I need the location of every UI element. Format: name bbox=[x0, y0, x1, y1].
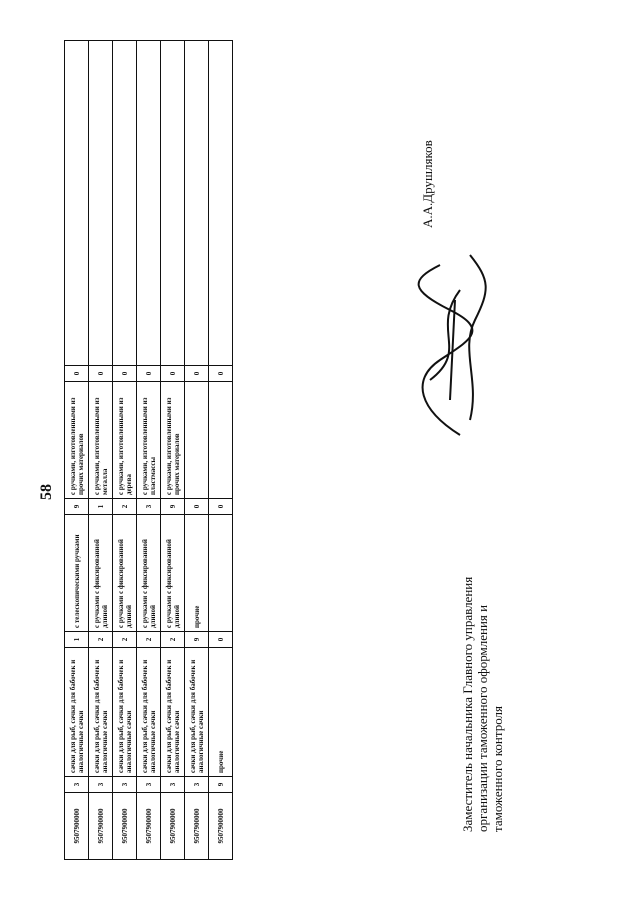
cell-n3: 1 bbox=[88, 498, 113, 515]
cell-desc3: с ручками, изготовленными из прочих мате… bbox=[160, 381, 185, 499]
cell-code: 9507900000 bbox=[160, 792, 185, 860]
cell-n1: 3 bbox=[64, 776, 89, 793]
cell-n3: 9 bbox=[64, 498, 89, 515]
position-line-2: организации таможенного оформления и bbox=[475, 604, 490, 832]
cell-desc3: с ручками, изготовленными из пластмассы bbox=[136, 381, 161, 499]
cell-code: 9507900000 bbox=[184, 792, 209, 860]
page-number: 58 bbox=[38, 484, 55, 500]
cell-desc3: с ручками, изготовленными из металла bbox=[88, 381, 113, 499]
cell-n3: 0 bbox=[208, 498, 233, 515]
cell-desc1: сачки для рыб, сачки для бабочек и анало… bbox=[136, 647, 161, 777]
cell-empty bbox=[160, 40, 185, 366]
cell-desc2: прочие bbox=[184, 514, 209, 632]
cell-code: 9507900000 bbox=[136, 792, 161, 860]
cell-n1: 3 bbox=[184, 776, 209, 793]
cell-n2: 2 bbox=[136, 631, 161, 648]
position-line-3: таможенного контроля bbox=[490, 705, 505, 832]
cell-n1: 9 bbox=[208, 776, 233, 793]
cell-n4: 0 bbox=[136, 365, 161, 382]
cell-desc3: с ручками, изготовленными из прочих мате… bbox=[64, 381, 89, 499]
signer-name: А.А.Друшляков bbox=[420, 140, 435, 228]
cell-n1: 3 bbox=[112, 776, 137, 793]
cell-n3: 3 bbox=[136, 498, 161, 515]
cell-n1: 3 bbox=[136, 776, 161, 793]
cell-desc2: с ручками с фиксированной длиной bbox=[160, 514, 185, 632]
cell-n2: 2 bbox=[88, 631, 113, 648]
cell-desc3 bbox=[184, 381, 209, 499]
cell-code: 9507900000 bbox=[112, 792, 137, 860]
cell-n2: 0 bbox=[208, 631, 233, 648]
cell-desc2: с телескопическими ручками bbox=[64, 514, 89, 632]
cell-n4: 0 bbox=[184, 365, 209, 382]
cell-desc1: сачки для рыб, сачки для бабочек и анало… bbox=[112, 647, 137, 777]
cell-empty bbox=[184, 40, 209, 366]
cell-n1: 3 bbox=[88, 776, 113, 793]
cell-n3: 2 bbox=[112, 498, 137, 515]
cell-desc1: сачки для рыб, сачки для бабочек и анало… bbox=[64, 647, 89, 777]
cell-n2: 9 bbox=[184, 631, 209, 648]
cell-code: 9507900000 bbox=[64, 792, 89, 860]
cell-n2: 2 bbox=[112, 631, 137, 648]
cell-n3: 9 bbox=[160, 498, 185, 515]
cell-n4: 0 bbox=[88, 365, 113, 382]
cell-n4: 0 bbox=[208, 365, 233, 382]
cell-n2: 2 bbox=[160, 631, 185, 648]
cell-n4: 0 bbox=[112, 365, 137, 382]
signer-position: Заместитель начальника Главного управлен… bbox=[460, 512, 505, 832]
cell-empty bbox=[88, 40, 113, 366]
cell-n4: 0 bbox=[160, 365, 185, 382]
cell-desc3 bbox=[208, 381, 233, 499]
cell-desc1: прочие bbox=[208, 647, 233, 777]
cell-desc2: с ручками с фиксированной длиной bbox=[112, 514, 137, 632]
cell-n4: 0 bbox=[64, 365, 89, 382]
cell-n1: 3 bbox=[160, 776, 185, 793]
cell-desc1: сачки для рыб, сачки для бабочек и анало… bbox=[160, 647, 185, 777]
cell-desc3: с ручками, изготовленными из дерева bbox=[112, 381, 137, 499]
cell-empty bbox=[64, 40, 89, 366]
cell-code: 9507900000 bbox=[208, 792, 233, 860]
handwritten-signature bbox=[417, 254, 487, 436]
cell-desc2: с ручками с фиксированной длиной bbox=[136, 514, 161, 632]
cell-empty bbox=[136, 40, 161, 366]
cell-n3: 0 bbox=[184, 498, 209, 515]
position-line-1: Заместитель начальника Главного управлен… bbox=[460, 576, 475, 832]
cell-desc1: сачки для рыб, сачки для бабочек и анало… bbox=[184, 647, 209, 777]
cell-empty bbox=[208, 40, 233, 366]
cell-desc2: с ручками с фиксированной длиной bbox=[88, 514, 113, 632]
cell-desc1: сачки для рыб, сачки для бабочек и анало… bbox=[88, 647, 113, 777]
cell-code: 9507900000 bbox=[88, 792, 113, 860]
cell-empty bbox=[112, 40, 137, 366]
cell-desc2 bbox=[208, 514, 233, 632]
cell-n2: 1 bbox=[64, 631, 89, 648]
